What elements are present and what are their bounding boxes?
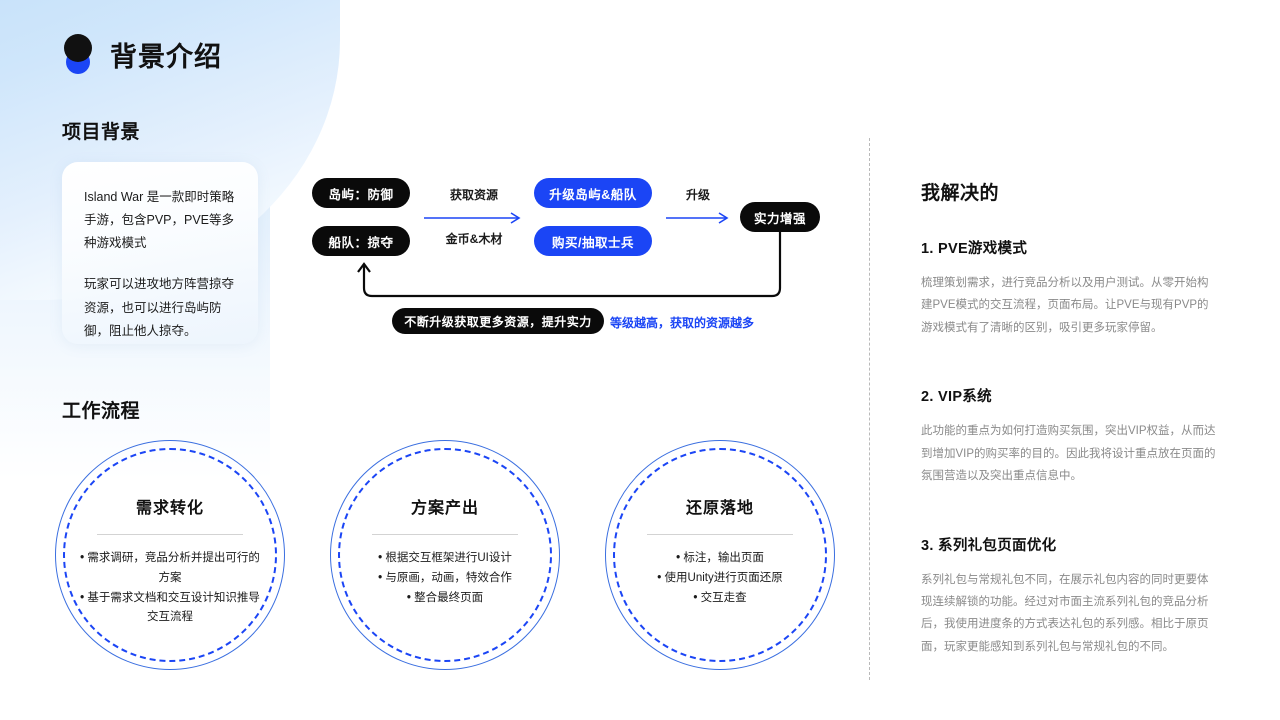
circle-outer-ring xyxy=(605,440,835,670)
vertical-dashed-divider xyxy=(869,138,870,680)
circle-dashed-ring xyxy=(338,448,552,662)
circle-item-list: 根据交互框架进行UI设计 与原画，动画，特效合作 整合最终页面 xyxy=(378,549,512,608)
circle-title: 还原落地 xyxy=(685,500,754,517)
solution-body: 系列礼包与常规礼包不同，在展示礼包内容的同时更要体现连续解锁的功能。经过对市面主… xyxy=(921,573,1209,653)
solution-body: 此功能的重点为如何打造购买氛围，突出VIP权益，从而达到增加VIP的购买率的目的… xyxy=(921,425,1216,483)
flow-node-buy-soldiers: 购买/抽取士兵 xyxy=(534,226,652,256)
list-item: 使用Unity进行页面还原 xyxy=(657,569,783,589)
flow-arrow-1-label-top: 获取资源 xyxy=(449,188,498,202)
circle-outer-ring xyxy=(330,440,560,670)
workflow-circle-output: 方案产出 根据交互框架进行UI设计 与原画，动画，特效合作 整合最终页面 xyxy=(330,440,560,670)
circle-dashed-ring xyxy=(613,448,827,662)
workflow-circle-implementation: 还原落地 标注，输出页面 使用Unity进行页面还原 交互走查 xyxy=(605,440,835,670)
project-background-card: Island War 是一款即时策略手游，包含PVP，PVE等多种游戏模式 玩家… xyxy=(62,162,258,344)
circle-title: 方案产出 xyxy=(410,500,479,517)
logo-black-circle-icon xyxy=(64,34,92,62)
solution-body: 梳理策划需求，进行竞品分析以及用户测试。从零开始构建PVE模式的交互流程，页面布… xyxy=(921,277,1209,334)
list-item: 标注，输出页面 xyxy=(657,549,782,569)
circle-dashed-ring xyxy=(63,448,277,662)
circle-item-list: 需求调研，竞品分析并提出可行的方案 基于需求文档和交互设计知识推导交互流程 xyxy=(79,549,261,628)
workflow-circle-requirements: 需求转化 需求调研，竞品分析并提出可行的方案 基于需求文档和交互设计知识推导交互… xyxy=(55,440,285,670)
list-item: 交互走查 xyxy=(657,589,782,609)
flow-arrow-upgrade: 升级 xyxy=(664,186,732,248)
solution-item-pve: 1. PVE游戏模式 梳理策划需求，进行竞品分析以及用户测试。从零开始构建PVE… xyxy=(921,237,1219,339)
game-loop-flow-diagram: 岛屿：防御 船队：掠夺 升级岛屿&船队 购买/抽取士兵 实力增强 获取资源 金币… xyxy=(312,168,832,338)
flow-loop-connector xyxy=(357,212,782,298)
circle-divider xyxy=(372,534,518,535)
circle-item-list: 标注，输出页面 使用Unity进行页面还原 交互走查 xyxy=(657,549,783,609)
page-title: 背景介绍 xyxy=(110,41,222,72)
flow-node-power-boost: 实力增强 xyxy=(740,202,820,232)
workflow-circles: 需求转化 需求调研，竞品分析并提出可行的方案 基于需求文档和交互设计知识推导交互… xyxy=(55,440,845,680)
solution-title: 1. PVE游戏模式 xyxy=(921,241,1028,257)
circle-outer-ring xyxy=(55,440,285,670)
solution-item-giftpack: 3. 系列礼包页面优化 系列礼包与常规礼包不同，在展示礼包内容的同时更要体现连续… xyxy=(921,534,1219,659)
intro-paragraph-1: Island War 是一款即时策略手游，包含PVP，PVE等多种游戏模式 xyxy=(84,190,235,251)
list-item: 整合最终页面 xyxy=(378,589,512,609)
list-item: 基于需求文档和交互设计知识推导交互流程 xyxy=(79,589,261,629)
solution-title: 3. 系列礼包页面优化 xyxy=(921,537,1057,554)
two-circles-logo-icon xyxy=(62,32,96,76)
flow-node-fleet: 船队：掠夺 xyxy=(312,226,410,256)
solution-item-vip: 2. VIP系统 此功能的重点为如何打造购买氛围，突出VIP权益，从而达到增加V… xyxy=(921,385,1219,487)
flow-node-island: 岛屿：防御 xyxy=(312,178,410,208)
intro-paragraph-2: 玩家可以进攻地方阵营掠夺资源，也可以进行岛屿防御，阻止他人掠夺。 xyxy=(84,277,235,338)
solutions-title: 我解决的 xyxy=(921,183,1000,204)
flow-node-upgrade: 升级岛屿&船队 xyxy=(534,178,652,208)
list-item: 根据交互框架进行UI设计 xyxy=(378,549,512,569)
project-background-title: 项目背景 xyxy=(62,122,141,143)
flow-arrow-get-resources: 获取资源 金币&木材 xyxy=(422,186,526,248)
flow-arrow-2-label-top: 升级 xyxy=(685,188,710,202)
circle-title: 需求转化 xyxy=(135,500,204,517)
solutions-panel: 我解决的 1. PVE游戏模式 梳理策划需求，进行竞品分析以及用户测试。从零开始… xyxy=(921,178,1219,658)
workflow-title: 工作流程 xyxy=(62,401,141,422)
flow-loop-note-pill: 不断升级获取更多资源，提升实力 xyxy=(392,308,604,334)
flow-loop-note-blue: 等级越高，获取的资源越多 xyxy=(610,316,755,330)
list-item: 需求调研，竞品分析并提出可行的方案 xyxy=(79,549,261,589)
circle-divider xyxy=(647,534,793,535)
flow-arrow-1-label-bottom: 金币&木材 xyxy=(445,232,503,246)
page-header: 背景介绍 xyxy=(62,32,222,76)
list-item: 与原画，动画，特效合作 xyxy=(378,569,512,589)
solution-title: 2. VIP系统 xyxy=(921,389,992,406)
circle-divider xyxy=(97,534,243,535)
